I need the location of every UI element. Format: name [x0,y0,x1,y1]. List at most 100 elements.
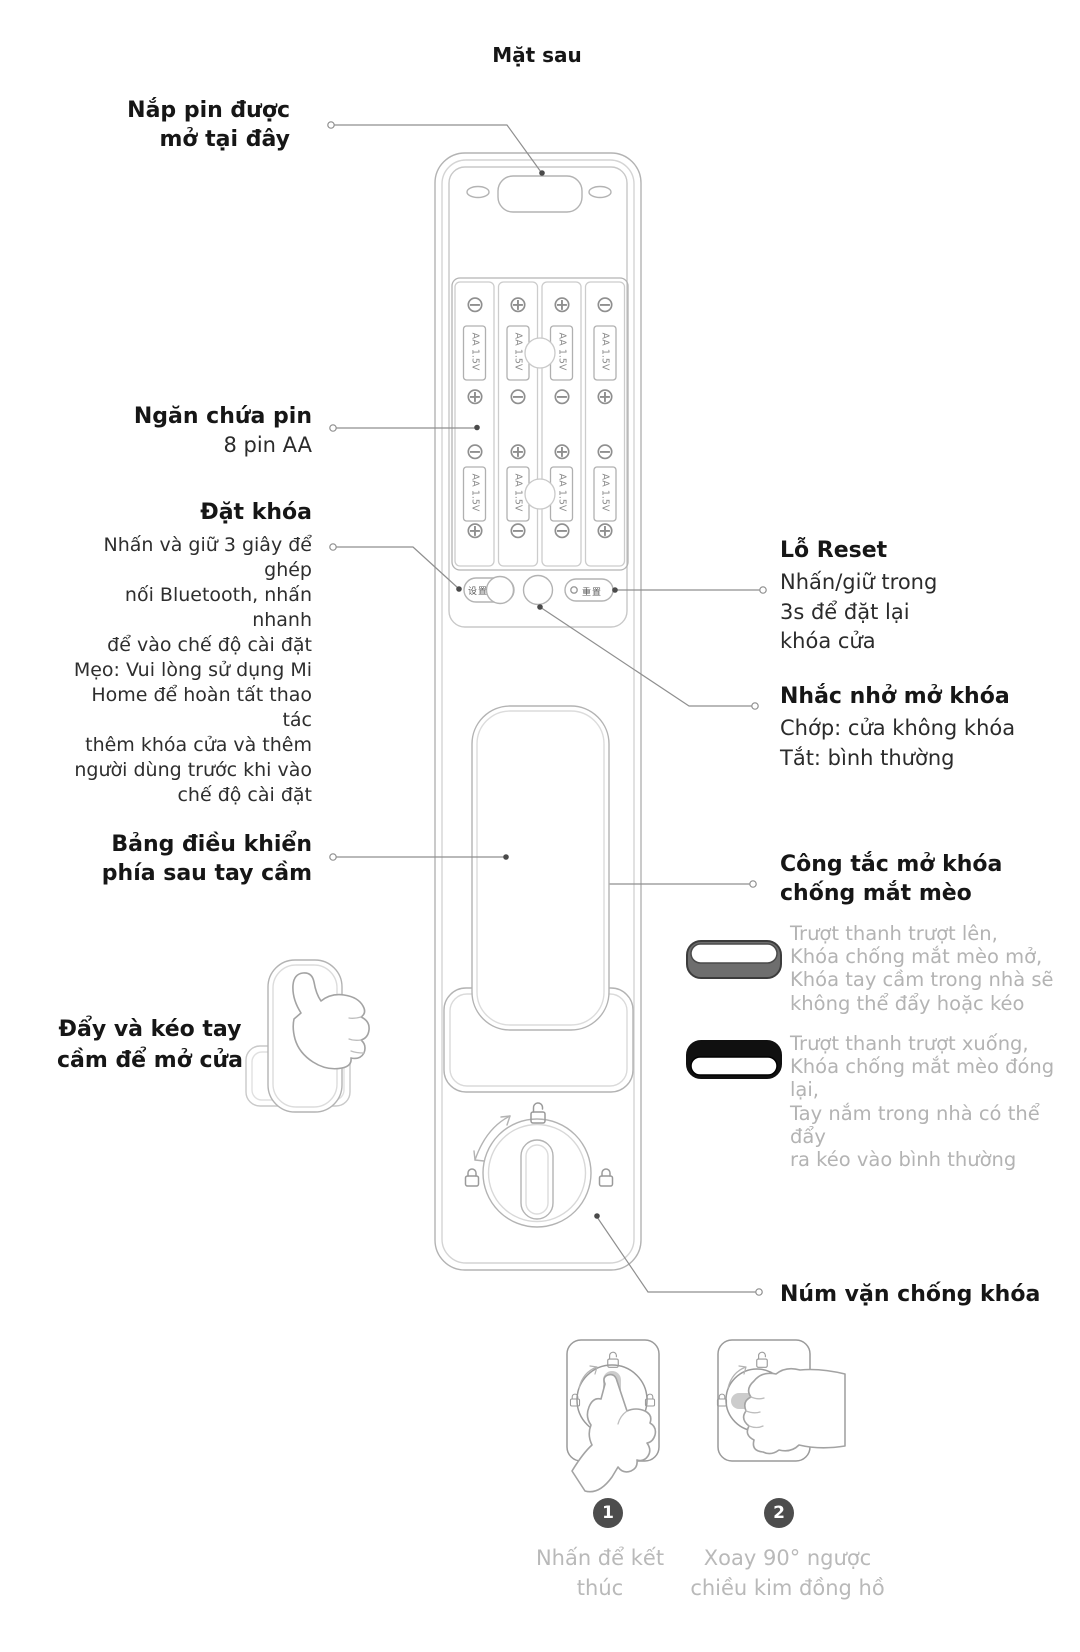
battery-label: AA 1.5V [512,473,524,512]
callout-subtitle: 8 pin AA [223,433,312,457]
unlock-icon [607,1351,619,1368]
caption-line: thúc [576,1576,624,1600]
unlock-icon [756,1351,768,1368]
unlock-icon [530,1102,546,1124]
caption-line: Nhấn để kết [535,1546,665,1570]
battery-polarity-mark: ⊖ [552,384,572,410]
step1-number: 1 [593,1498,623,1528]
step2-caption: Xoay 90° ngược chiều kim đồng hồ [685,1543,890,1603]
callout-line: chống mắt mèo [780,881,972,906]
callout-line: mở tại đây [159,127,290,152]
battery-polarity-mark: ⊖ [552,518,572,544]
step2-panel [716,1339,846,1462]
callout-set-lock-body: Nhấn và giữ 3 giây để ghép nối Bluetooth… [60,533,312,808]
callout-line: phía sau tay cầm [101,861,312,886]
body-line: Tắt: bình thường [780,745,955,770]
battery-cover-latch [497,175,583,213]
battery-label: AA 1.5V [599,473,611,512]
body-line: thêm khóa cửa và thêm [85,734,312,756]
callout-line: Bảng điều khiển [111,832,312,857]
hand-press [571,1373,657,1493]
body-line: Khóa tay cầm trong nhà sẽ [790,968,1054,992]
body-line: chế độ cài đặt [177,784,312,806]
body-line: Khóa chống mắt mèo mở, [790,945,1043,969]
callout-reset-title: Lỗ Reset [780,538,888,563]
slider-up-icon [686,940,782,979]
battery-polarity-mark: ⊕ [552,292,572,318]
lock-icon [464,1168,480,1187]
callout-title: Ngăn chứa pin [133,404,312,429]
body-line: Tay nắm trong nhà có thể đẩy [790,1101,1040,1148]
callout-unlock-reminder-body: Chớp: cửa không khóa Tắt: bình thường [780,714,1015,773]
hand-grip [292,972,370,1070]
battery-polarity-mark: ⊕ [595,518,615,544]
step1-caption: Nhấn để kết thúc [525,1543,675,1603]
battery-polarity-mark: ⊕ [465,518,485,544]
body-line: người dùng trước khi vào [74,759,312,781]
body-line: 3s để đặt lại [780,599,910,624]
battery-label: AA 1.5V [469,473,481,512]
body-line: ra kéo vào bình thường [790,1148,1017,1172]
caption-line: chiều kim đồng hồ [690,1576,885,1600]
body-line: Nhấn và giữ 3 giây để ghép [103,534,312,581]
lock-icon [569,1393,581,1407]
body-line: Trượt thanh trượt xuống, [790,1032,1029,1055]
callout-reset-body: Nhấn/giữ trong 3s để đặt lại khóa cửa [780,568,937,657]
battery-polarity-mark: ⊕ [508,292,528,318]
button-row [463,574,614,606]
anti-lock-knob [473,1115,592,1228]
handle [443,705,634,1093]
battery-polarity-mark: ⊖ [465,439,485,465]
battery-compartment [451,277,629,571]
body-line: Mẹo: Vui lòng sử dụng Mi [73,659,312,681]
push-pull-illustration [245,959,370,1113]
battery-label: AA 1.5V [556,473,568,512]
body-line: Khóa chống mắt mèo đóng lại, [790,1055,1055,1102]
body-line: Trượt thanh trượt lên, [790,922,998,945]
battery-polarity-mark: ⊕ [595,384,615,410]
battery-polarity-mark: ⊕ [552,439,572,465]
page-title: Mặt sau [492,43,582,67]
battery-label: AA 1.5V [599,332,611,371]
slider-down-icon [686,1040,782,1079]
callout-line: Công tắc mở khóa [780,852,1003,877]
battery-label: AA 1.5V [469,332,481,371]
callout-line: Nắp pin được [127,98,290,123]
slider-up-description: Trượt thanh trượt lên, Khóa chống mắt mè… [790,922,1054,1015]
callout-line: Đẩy và kéo tay [58,1017,242,1042]
slider-down-description: Trượt thanh trượt xuống, Khóa chống mắt … [790,1032,1080,1171]
caption-line: Xoay 90° ngược [703,1546,872,1570]
lock-icon [644,1393,656,1407]
battery-polarity-mark: ⊖ [465,292,485,318]
callout-cat-eye-title: Công tắc mở khóa chống mắt mèo [780,850,1002,908]
battery-polarity-mark: ⊖ [508,518,528,544]
body-line: không thể đẩy hoặc kéo [790,991,1025,1015]
callout-anti-lock-knob: Núm vặn chống khóa [780,1282,1041,1307]
settings-button-label: 设置 [468,587,489,597]
lock-icon [598,1168,614,1187]
lock-icon [716,1393,728,1407]
indicator-light [522,574,554,606]
callout-control-panel: Bảng điều khiển phía sau tay cầm [92,830,312,888]
step1-panel [566,1339,660,1493]
battery-polarity-mark: ⊖ [508,384,528,410]
battery-polarity-mark: ⊕ [508,439,528,465]
step2-number: 2 [764,1498,794,1528]
battery-polarity-mark: ⊖ [595,439,615,465]
body-line: Home để hoàn tất thao tác [91,684,312,731]
callout-push-pull: Đẩy và kéo tay cầm để mở cửa [55,1014,245,1076]
callout-battery-cover: Nắp pin được mở tại đây [90,96,290,154]
hand-turn [742,1367,846,1455]
body-line: Nhấn/giữ trong [780,570,938,594]
body-line: khóa cửa [780,629,876,653]
rotate-arrow-icon [474,1115,511,1161]
battery-label: AA 1.5V [556,332,568,371]
connector-lines [327,121,767,1296]
battery-polarity-mark: ⊕ [465,384,485,410]
battery-polarity-mark: ⊖ [595,292,615,318]
body-line: để vào chế độ cài đặt [107,634,312,656]
battery-icons [462,325,617,522]
battery-label: AA 1.5V [512,332,524,371]
